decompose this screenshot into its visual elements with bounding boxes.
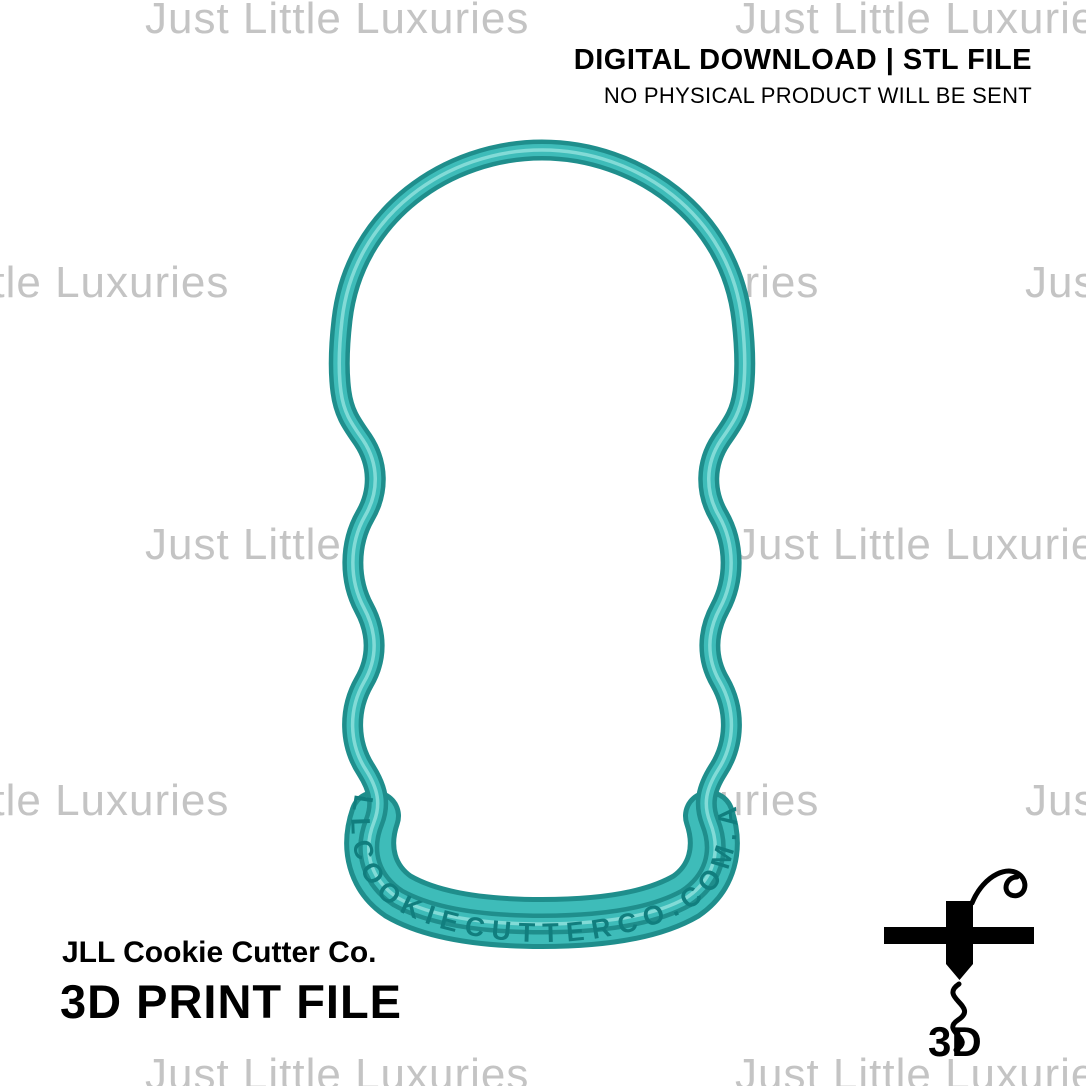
- watermark-text: Just Little Luxuries: [735, 1050, 1086, 1086]
- watermark-text: Just Little Luxuries: [145, 0, 530, 43]
- watermark-text: Just Little Luxuries: [145, 520, 530, 569]
- watermark-text: Just Little Luxuries: [435, 776, 820, 825]
- watermark-text: Just Little Luxuries: [1025, 776, 1086, 825]
- watermark-text: Just Little Luxuries: [145, 1050, 530, 1086]
- header: DIGITAL DOWNLOAD | STL FILE NO PHYSICAL …: [574, 44, 1032, 109]
- watermark-text: Just Little Luxuries: [0, 258, 230, 307]
- watermark-text: Just Little Luxuries: [735, 0, 1086, 43]
- watermark-text: Just Little Luxuries: [435, 258, 820, 307]
- header-subtitle: NO PHYSICAL PRODUCT WILL BE SENT: [603, 83, 1032, 108]
- watermark-text: Just Little Luxuries: [0, 776, 230, 825]
- header-title: DIGITAL DOWNLOAD | STL FILE: [573, 44, 1032, 76]
- watermark-text: Just Little Luxuries: [1025, 258, 1086, 307]
- brand-name: JLL Cookie Cutter Co.: [62, 936, 377, 969]
- product-title: 3D PRINT FILE: [60, 975, 403, 1028]
- watermark-text: Just Little Luxuries: [735, 520, 1086, 569]
